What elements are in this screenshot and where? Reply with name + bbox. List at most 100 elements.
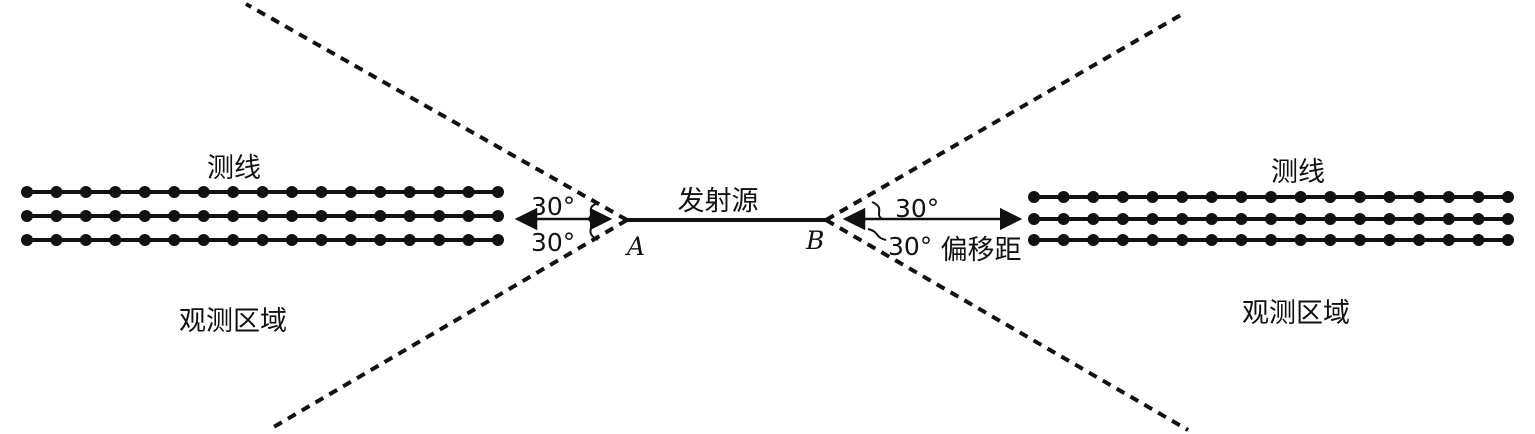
receiver-point xyxy=(21,234,33,246)
receiver-point xyxy=(1235,191,1248,203)
receiver-point xyxy=(1442,213,1455,225)
point-b-label: B xyxy=(805,226,824,255)
receiver-point xyxy=(1235,213,1248,225)
receiver-point xyxy=(21,186,33,198)
receiver-point xyxy=(462,186,475,198)
receiver-point xyxy=(168,234,181,246)
receiver-point xyxy=(433,234,446,246)
receiver-point xyxy=(1146,213,1159,225)
receiver-point xyxy=(168,210,181,222)
receiver-point xyxy=(256,210,269,222)
left-survey-lines xyxy=(21,186,504,246)
receiver-point xyxy=(79,186,92,198)
point-a-label: A xyxy=(625,232,645,261)
receiver-point xyxy=(1502,191,1514,203)
receiver-point xyxy=(256,186,269,198)
receiver-point xyxy=(1176,234,1189,246)
receiver-point xyxy=(109,210,122,222)
boundary-left-lower xyxy=(270,218,629,430)
receiver-point xyxy=(227,210,240,222)
receiver-point xyxy=(1057,234,1070,246)
receiver-point xyxy=(344,234,357,246)
receiver-point xyxy=(1353,234,1366,246)
receiver-point xyxy=(403,186,416,198)
receiver-point xyxy=(138,234,151,246)
receiver-point xyxy=(1472,191,1485,203)
receiver-point xyxy=(462,234,475,246)
angle-marks xyxy=(587,201,887,241)
receiver-point xyxy=(1502,234,1514,246)
receiver-point xyxy=(1176,191,1189,203)
receiver-point xyxy=(315,186,328,198)
receiver-point xyxy=(1294,191,1307,203)
receiver-point xyxy=(492,234,504,246)
receiver-point xyxy=(1087,234,1100,246)
receiver-point xyxy=(1205,191,1218,203)
angle-label-left-lower: 30° xyxy=(531,228,575,257)
right-survey-line-label: 测线 xyxy=(1271,157,1325,188)
angle-label-right-lower: 30° xyxy=(888,232,932,261)
receiver-point xyxy=(1116,191,1129,203)
receiver-point xyxy=(403,210,416,222)
angle-arc-left-lower xyxy=(587,218,599,241)
receiver-point xyxy=(374,234,387,246)
receiver-point xyxy=(285,186,298,198)
receiver-point xyxy=(197,186,210,198)
receiver-point xyxy=(492,210,504,222)
receiver-point xyxy=(1353,213,1366,225)
angle-label-left-upper: 30° xyxy=(531,192,575,221)
receiver-point xyxy=(109,234,122,246)
receiver-point xyxy=(433,186,446,198)
right-observation-area-label: 观测区域 xyxy=(1242,298,1350,329)
receiver-point xyxy=(1176,213,1189,225)
source-label: 发射源 xyxy=(678,186,759,217)
right-survey-lines xyxy=(1028,191,1514,246)
receiver-point xyxy=(344,210,357,222)
receiver-point xyxy=(1353,191,1366,203)
receiver-point xyxy=(227,234,240,246)
boundary-right-upper xyxy=(824,10,1188,222)
receiver-point xyxy=(197,234,210,246)
boundary-lines xyxy=(245,2,1190,432)
receiver-point xyxy=(462,210,475,222)
receiver-point xyxy=(1028,234,1040,246)
receiver-point xyxy=(256,234,269,246)
receiver-point xyxy=(227,186,240,198)
offset-label: 偏移距 xyxy=(941,235,1022,266)
receiver-point xyxy=(21,210,33,222)
receiver-point xyxy=(1383,234,1396,246)
receiver-point xyxy=(1265,191,1277,203)
receiver-point xyxy=(1146,191,1159,203)
receiver-point xyxy=(1413,234,1426,246)
receiver-point xyxy=(1028,191,1040,203)
receiver-point xyxy=(79,210,92,222)
receiver-point xyxy=(1294,234,1307,246)
receiver-point xyxy=(1087,191,1100,203)
receiver-point xyxy=(433,210,446,222)
receiver-point xyxy=(374,210,387,222)
receiver-point xyxy=(1057,213,1070,225)
receiver-point xyxy=(1383,191,1396,203)
boundary-left-upper xyxy=(245,2,628,222)
receiver-point xyxy=(1413,191,1426,203)
receiver-point xyxy=(1324,191,1337,203)
receiver-point xyxy=(168,186,181,198)
receiver-point xyxy=(50,186,63,198)
receiver-point xyxy=(1294,213,1307,225)
receiver-point xyxy=(1472,213,1485,225)
receiver-point xyxy=(50,234,63,246)
receiver-point xyxy=(315,234,328,246)
angle-arc-left-upper xyxy=(587,202,599,220)
receiver-point xyxy=(285,210,298,222)
receiver-point xyxy=(1235,234,1248,246)
receiver-point xyxy=(1265,213,1277,225)
receiver-point xyxy=(1205,213,1218,225)
receiver-point xyxy=(1324,213,1337,225)
receiver-point xyxy=(1205,234,1218,246)
angle-arc-right-lower xyxy=(867,228,887,241)
receiver-point xyxy=(492,186,504,198)
angle-label-right-upper: 30° xyxy=(895,194,939,223)
receiver-point xyxy=(138,186,151,198)
receiver-point xyxy=(1116,213,1129,225)
